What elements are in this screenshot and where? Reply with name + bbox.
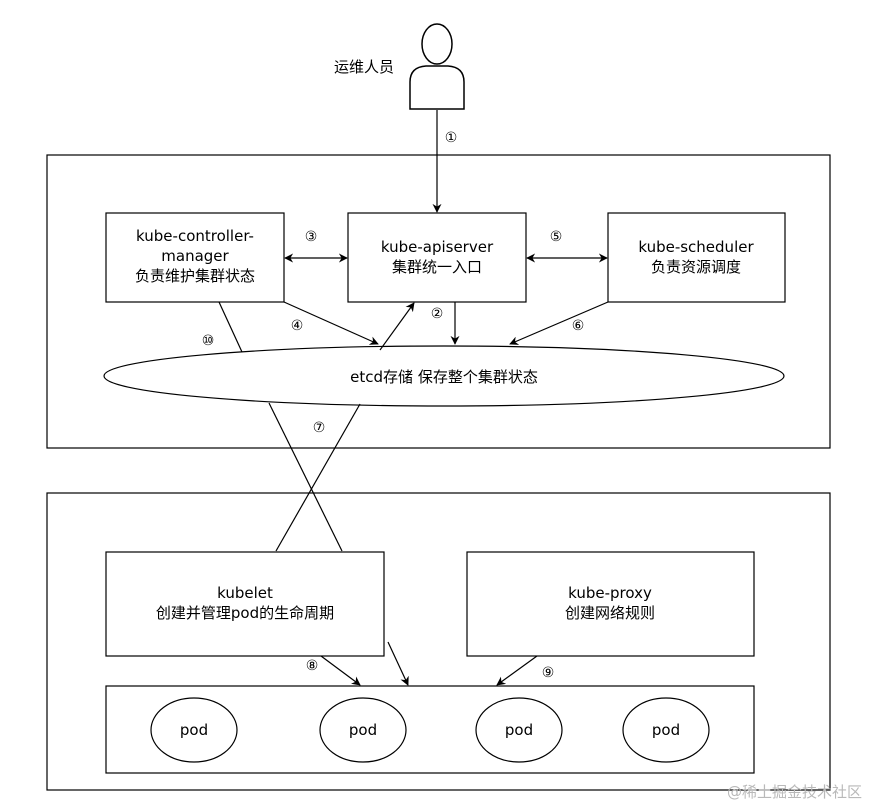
arrow-step-6 (509, 301, 609, 345)
arrow-step-8 (320, 655, 361, 686)
apiserver-label-2: 集群统一入口 (392, 258, 482, 276)
controller-manager-box[interactable] (105, 212, 285, 303)
arrow-kubelet-to-pods (387, 641, 409, 686)
step-6-label: ⑥ (572, 318, 585, 334)
pod-label-1: pod (180, 721, 208, 739)
pod-ellipse-4[interactable] (622, 697, 710, 763)
pod-ellipse-1[interactable] (150, 697, 238, 763)
pod-label-2: pod (349, 721, 377, 739)
kube-proxy-label-2: 创建网络规则 (565, 604, 655, 622)
arrow-step-4 (283, 301, 379, 345)
pod-label-4: pod (652, 721, 680, 739)
step-1-label: ① (445, 130, 458, 146)
step-2-label: ② (431, 306, 444, 322)
apiserver-box[interactable] (347, 212, 527, 303)
operator-person-icon (409, 23, 465, 110)
pod-ellipse-3[interactable] (475, 697, 563, 763)
arrow-step-7-lower (275, 403, 361, 552)
pod-ellipse-2[interactable] (319, 697, 407, 763)
operator-label: 运维人员 (334, 58, 394, 76)
kubelet-label-1: kubelet (217, 584, 273, 602)
control-plane-box (46, 154, 831, 449)
etcd-ellipse[interactable] (103, 345, 785, 407)
step-4-label: ④ (291, 318, 304, 334)
pod-label-3: pod (505, 721, 533, 739)
step-9-label: ⑨ (542, 665, 555, 681)
kube-proxy-label-1: kube-proxy (568, 584, 652, 602)
line-step-10 (218, 301, 243, 353)
arrow-step-7-upper (379, 302, 415, 351)
apiserver-label-1: kube-apiserver (381, 238, 494, 256)
step-3-label: ③ (305, 229, 318, 245)
step-5-label: ⑤ (550, 229, 563, 245)
scheduler-box[interactable] (607, 212, 786, 303)
etcd-label: etcd存储 保存整个集群状态 (350, 368, 538, 386)
controller-manager-label-2: manager (161, 247, 229, 265)
controller-manager-label-3: 负责维护集群状态 (135, 267, 255, 285)
scheduler-label-2: 负责资源调度 (651, 258, 741, 276)
step-7-label: ⑦ (313, 420, 326, 436)
kubelet-box[interactable] (105, 551, 385, 657)
scheduler-label-1: kube-scheduler (638, 238, 754, 256)
arrow-step-9 (496, 655, 538, 686)
kube-proxy-box[interactable] (466, 551, 755, 657)
step-8-label: ⑧ (306, 658, 319, 674)
watermark: @稀土掘金技术社区 (727, 783, 862, 801)
worker-node-box (46, 492, 831, 791)
line-step-10-lower (268, 402, 343, 552)
controller-manager-label-1: kube-controller- (136, 227, 254, 245)
step-10-label: ⑩ (202, 333, 215, 349)
kubelet-label-2: 创建并管理pod的生命周期 (156, 604, 334, 622)
